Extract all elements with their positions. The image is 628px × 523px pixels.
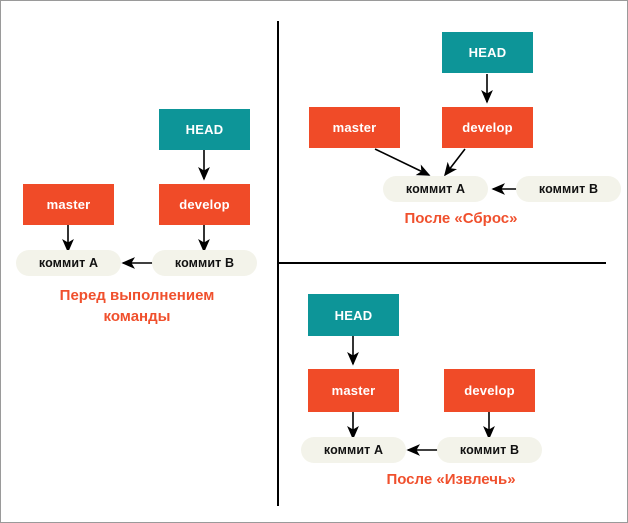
node-master-after-checkout: master bbox=[308, 369, 399, 412]
node-develop-after-reset: develop bbox=[442, 107, 533, 148]
horizontal-divider bbox=[277, 262, 606, 264]
node-commit-a-after-reset: коммит А bbox=[383, 176, 488, 202]
node-commit-a-after-checkout: коммит А bbox=[301, 437, 406, 463]
caption-before: Перед выполнением команды bbox=[59, 287, 215, 325]
node-develop-before: develop bbox=[159, 184, 250, 225]
node-commit-b-after-reset: коммит В bbox=[516, 176, 621, 202]
node-commit-a-before: коммит А bbox=[16, 250, 121, 276]
node-commit-b-after-checkout: коммит В bbox=[437, 437, 542, 463]
node-head-after-reset: HEAD bbox=[442, 32, 533, 73]
caption-after-reset: После «Сброс» bbox=[404, 210, 518, 227]
node-commit-b-before: коммит В bbox=[152, 250, 257, 276]
node-develop-after-checkout: develop bbox=[444, 369, 535, 412]
node-master-before: master bbox=[23, 184, 114, 225]
caption-after-checkout: После «Извлечь» bbox=[386, 471, 516, 488]
node-head-after-checkout: HEAD bbox=[308, 294, 399, 336]
node-master-after-reset: master bbox=[309, 107, 400, 148]
node-head-before: HEAD bbox=[159, 109, 250, 150]
